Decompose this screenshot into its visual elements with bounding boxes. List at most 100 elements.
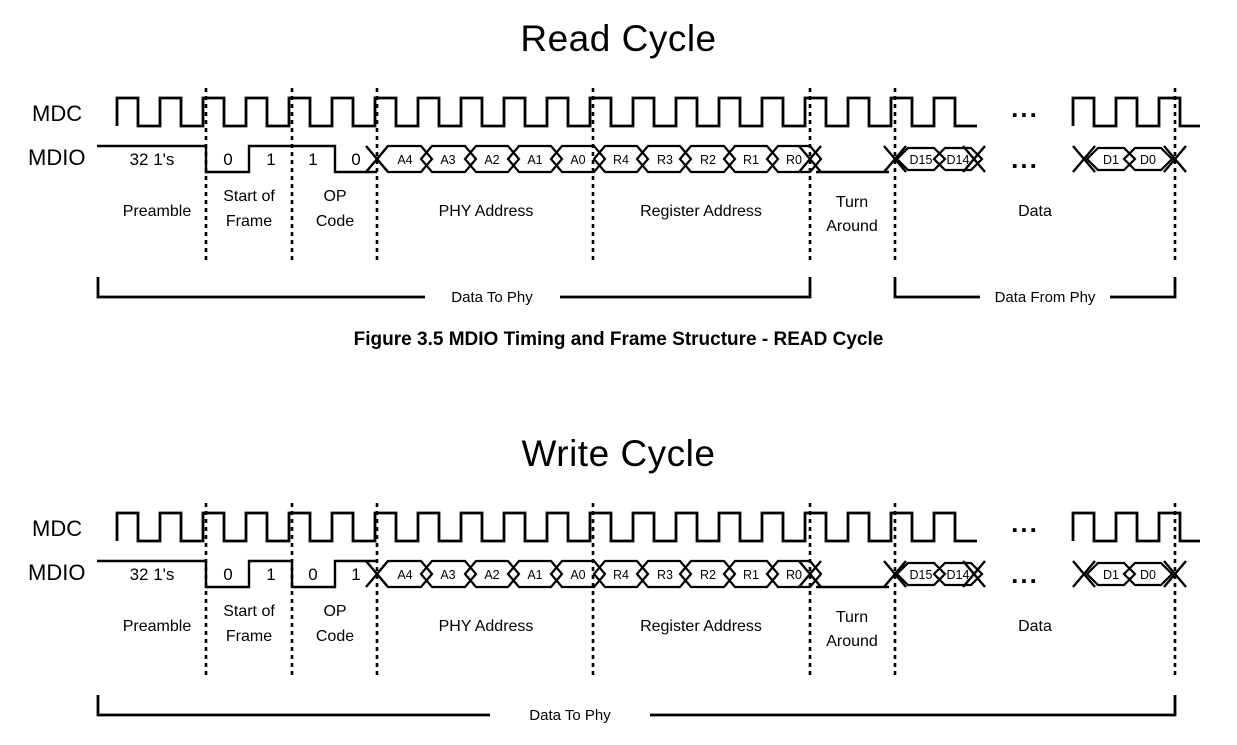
write-phy-bit-a2: A2 — [484, 568, 499, 582]
write-mdc-path-right — [1071, 511, 1200, 543]
read-bracket-data-from-phy — [893, 277, 1177, 299]
read-phy-bit-a0: A0 — [570, 153, 585, 167]
read-reg-cell-r1 — [722, 144, 780, 174]
read-bracket-data-to-phy — [96, 277, 812, 299]
read-mdio-x-before-d1 — [1072, 145, 1096, 173]
write-phase-turnaround-line1: Turn — [836, 609, 868, 626]
write-mdc-path-left — [115, 511, 977, 543]
read-phy-cell-a0 — [549, 144, 607, 174]
read-phy-cell-a2 — [463, 144, 521, 174]
read-mdc-path-right — [1071, 96, 1200, 128]
write-phy-cell-a4 — [375, 559, 434, 589]
read-phase-sof-line1: Start of — [223, 188, 275, 205]
read-phase-register-address: Register Address — [640, 203, 762, 220]
read-phy-bit-a3: A3 — [440, 153, 455, 167]
read-phase-preamble: Preamble — [123, 203, 192, 220]
read-cycle-waveform: ... ... 32 1's 0 1 1 — [96, 88, 1200, 306]
write-phy-address-cells — [375, 559, 607, 589]
read-reg-bit-r4: R4 — [613, 153, 629, 167]
read-data-cell-d1 — [1085, 146, 1137, 172]
write-reg-bit-r3: R3 — [657, 568, 673, 582]
read-phy-bit-a1: A1 — [527, 153, 542, 167]
write-sof-bit-1: 1 — [266, 565, 275, 584]
write-phy-bit-a3: A3 — [440, 568, 455, 582]
read-phase-separators — [204, 88, 1177, 262]
read-phy-bit-a2: A2 — [484, 153, 499, 167]
write-phy-bit-a1: A1 — [527, 568, 542, 582]
read-bracket-dtp-right — [560, 277, 812, 299]
read-mdio-x-turnaround-start — [798, 145, 822, 173]
read-mdc-waveform — [115, 96, 1200, 128]
write-phy-cell-a0 — [549, 559, 607, 589]
read-reg-bit-r3: R3 — [657, 153, 673, 167]
write-reg-bit-r0: R0 — [786, 568, 802, 582]
read-opcode-bit-1: 0 — [351, 150, 360, 169]
read-reg-bit-r1: R1 — [743, 153, 759, 167]
read-preamble-value: 32 1's — [130, 150, 175, 169]
read-phase-turnaround-line1: Turn — [836, 194, 868, 211]
write-mdio-x-after-d14 — [962, 560, 986, 588]
read-data-cell-d15 — [895, 146, 947, 172]
write-phy-cell-a1 — [506, 559, 564, 589]
write-reg-cell-r0 — [765, 559, 823, 589]
read-sof-bit-0: 0 — [223, 150, 232, 169]
read-mdio-opcode — [292, 144, 377, 174]
read-reg-cell-r0 — [765, 144, 823, 174]
read-mdio-x-after-d0 — [1163, 145, 1187, 173]
write-opcode-bit-0: 0 — [308, 565, 317, 584]
write-data-bit-d0: D0 — [1140, 568, 1156, 582]
write-data-bit-d14: D14 — [947, 568, 970, 582]
write-data-cells-left — [895, 561, 984, 587]
read-data-cell-d0 — [1122, 146, 1174, 172]
read-cycle-figure-caption: Figure 3.5 MDIO Timing and Frame Structu… — [353, 329, 884, 350]
write-phase-phy-address: PHY Address — [439, 618, 534, 635]
write-mdio-sof — [204, 559, 292, 589]
read-data-bit-d14: D14 — [947, 153, 970, 167]
read-reg-cell-r2 — [678, 144, 737, 174]
read-cycle-title: Read Cycle — [520, 18, 717, 59]
write-reg-cell-r4 — [592, 559, 650, 589]
read-phy-cell-a3 — [419, 144, 478, 174]
read-opcode-bit-0: 1 — [308, 150, 317, 169]
write-preamble-value: 32 1's — [130, 565, 175, 584]
read-reg-cell-r4 — [592, 144, 650, 174]
read-reg-bit-r2: R2 — [700, 153, 716, 167]
read-data-cells-right — [1085, 146, 1174, 172]
write-phy-bit-a4: A4 — [397, 568, 412, 582]
read-phase-sof-line2: Frame — [226, 213, 272, 230]
write-reg-bit-r2: R2 — [700, 568, 716, 582]
write-data-cell-d15 — [895, 561, 947, 587]
read-data-bit-d15: D15 — [910, 153, 933, 167]
write-phase-opcode-line2: Code — [316, 628, 354, 645]
read-bracket-dfp-left — [893, 277, 980, 299]
write-data-cells-right — [1085, 561, 1174, 587]
read-mdio-signal-label: MDIO — [28, 145, 86, 170]
read-phy-address-cells — [375, 144, 607, 174]
read-phy-cell-a1 — [506, 144, 564, 174]
write-phy-bit-a0: A0 — [570, 568, 585, 582]
read-phase-opcode-line2: Code — [316, 213, 354, 230]
read-bracket-label-data-to-phy: Data To Phy — [451, 289, 533, 306]
read-data-bit-d1: D1 — [1103, 153, 1119, 167]
write-mdio-x-before-d1 — [1072, 560, 1096, 588]
write-phy-cell-a3 — [419, 559, 478, 589]
read-mdc-path-left — [115, 96, 977, 128]
write-mdc-signal-label: MDC — [32, 516, 83, 541]
read-data-cells-left — [895, 146, 984, 172]
read-mdc-signal-label: MDC — [32, 101, 83, 126]
write-phase-turnaround-line2: Around — [826, 633, 878, 650]
write-mdio-ellipsis: ... — [1011, 559, 1039, 589]
write-data-cell-d0 — [1122, 561, 1174, 587]
write-data-bit-d1: D1 — [1103, 568, 1119, 582]
write-mdc-waveform — [115, 511, 1200, 543]
read-bracket-dfp-right — [1110, 277, 1177, 299]
read-phy-bit-a4: A4 — [397, 153, 412, 167]
write-mdio-x-turnaround-start — [798, 560, 822, 588]
write-phase-data: Data — [1018, 618, 1052, 635]
read-bracket-dtp-left — [96, 277, 425, 299]
write-mdio-opcode — [290, 559, 377, 589]
write-bracket-dtp-left — [96, 695, 490, 717]
write-cycle-title: Write Cycle — [521, 433, 716, 474]
write-cycle-waveform: ... ... 32 1's 0 1 0 1 A — [96, 503, 1200, 724]
write-bracket-dtp-right — [650, 695, 1177, 717]
